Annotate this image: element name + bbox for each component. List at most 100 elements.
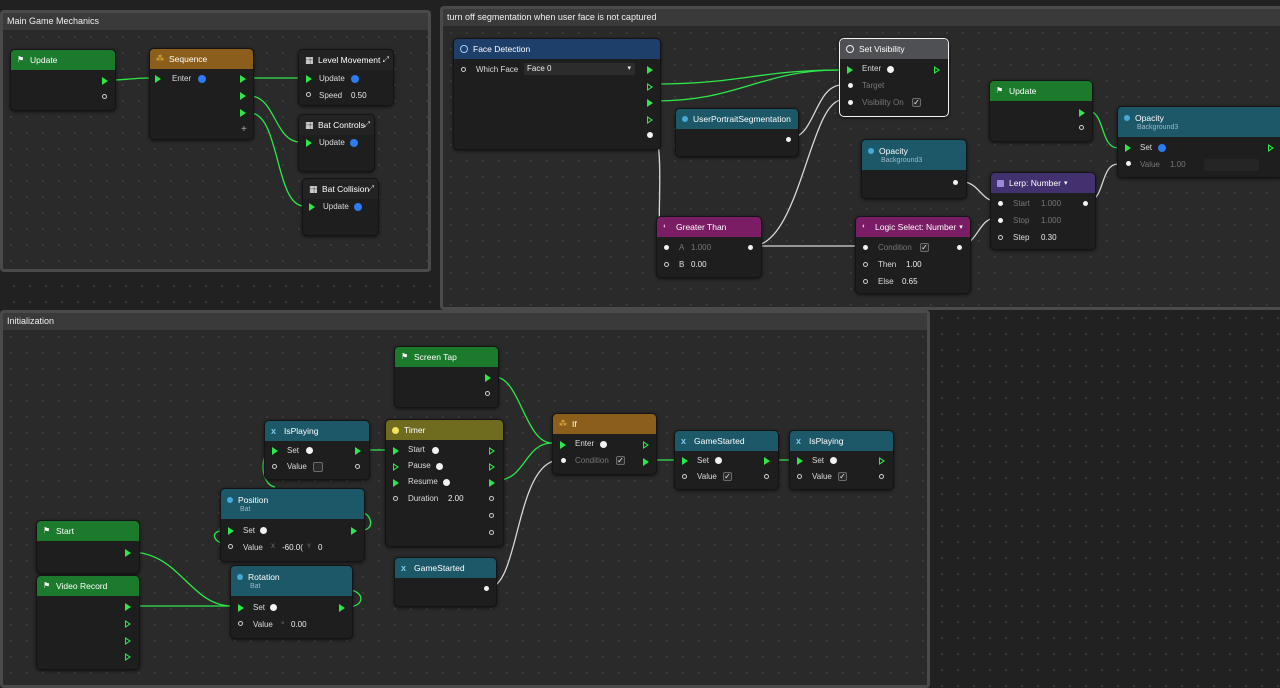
visibility-checkbox[interactable]: ✓ — [912, 98, 921, 107]
update-port[interactable] — [350, 139, 358, 147]
pause-port[interactable] — [436, 463, 443, 470]
x-value[interactable]: -60.0( — [282, 543, 303, 552]
bat-controls-node[interactable]: ▦Bat Controls⤢ Update — [298, 114, 375, 172]
flow-output-port[interactable] — [647, 99, 653, 107]
flow-input-port[interactable] — [393, 463, 399, 471]
flow-output-port[interactable] — [240, 75, 246, 83]
data-output-port[interactable] — [879, 474, 884, 479]
update-node[interactable]: ⚑Update — [10, 49, 116, 111]
resume-port[interactable] — [443, 479, 450, 486]
value-port[interactable] — [797, 474, 802, 479]
data-output-port[interactable] — [489, 530, 494, 535]
enter-port[interactable] — [887, 66, 894, 73]
target-port[interactable] — [848, 83, 853, 88]
data-output-port[interactable] — [489, 496, 494, 501]
flow-output-port[interactable] — [339, 604, 345, 612]
flow-input-port[interactable] — [393, 447, 399, 455]
flow-input-port[interactable] — [560, 441, 566, 449]
flow-output-port[interactable] — [489, 447, 495, 455]
data-output-port[interactable] — [764, 474, 769, 479]
enter-port[interactable] — [600, 441, 607, 448]
set-port[interactable] — [270, 604, 277, 611]
value-slider[interactable] — [1204, 159, 1259, 171]
condition-port[interactable] — [561, 458, 566, 463]
flow-input-port[interactable] — [309, 203, 315, 211]
else-port[interactable] — [863, 279, 868, 284]
data-output-port[interactable] — [1083, 201, 1088, 206]
set-port[interactable] — [830, 457, 837, 464]
which-face-dropdown[interactable]: Face 0▾ — [524, 63, 635, 75]
value-checkbox[interactable]: ✓ — [838, 472, 847, 481]
flow-output-port[interactable] — [485, 374, 491, 382]
flow-output-port[interactable] — [125, 653, 131, 661]
data-output-port[interactable] — [748, 245, 753, 250]
set-visibility-node[interactable]: Set Visibility Enter Target Visibility O… — [839, 38, 949, 117]
flow-input-port[interactable] — [228, 527, 234, 535]
value-port[interactable] — [228, 544, 233, 549]
update-node-2[interactable]: ⚑Update — [989, 80, 1093, 142]
condition-port[interactable] — [863, 245, 868, 250]
step-port[interactable] — [998, 235, 1003, 240]
data-output-port[interactable] — [957, 245, 962, 250]
rotation-value[interactable]: 0.00 — [291, 620, 307, 629]
video-record-node[interactable]: ⚑Video Record — [36, 575, 140, 670]
expand-icon[interactable]: ⤢ — [367, 184, 374, 193]
flow-output-port[interactable] — [125, 637, 131, 645]
flow-output-port[interactable] — [355, 447, 361, 455]
then-value[interactable]: 1.00 — [906, 260, 922, 269]
visibility-port[interactable] — [848, 100, 853, 105]
sequence-node[interactable]: ⁂Sequence Enter + — [149, 48, 254, 140]
flow-output-port[interactable] — [647, 116, 653, 124]
flow-input-port[interactable] — [393, 479, 399, 487]
expand-icon[interactable]: ⤢ — [382, 55, 389, 64]
enter-port[interactable] — [198, 75, 206, 83]
flow-input-port[interactable] — [306, 75, 312, 83]
flow-output-port[interactable] — [489, 463, 495, 471]
flow-output-port[interactable] — [647, 66, 653, 74]
step-value[interactable]: 0.30 — [1041, 233, 1057, 242]
stop-port[interactable] — [998, 218, 1003, 223]
value-checkbox[interactable]: ✓ — [723, 472, 732, 481]
b-value[interactable]: 0.00 — [691, 260, 707, 269]
data-output-port[interactable] — [1079, 125, 1084, 130]
face-detection-node[interactable]: Face Detection Which Face Face 0▾ — [453, 38, 661, 150]
else-value[interactable]: 0.65 — [902, 277, 918, 286]
value-port[interactable] — [682, 474, 687, 479]
duration-port[interactable] — [393, 496, 398, 501]
data-output-port[interactable] — [953, 180, 958, 185]
data-output-port[interactable] — [355, 464, 360, 469]
speed-value[interactable]: 0.50 — [351, 91, 367, 100]
value-checkbox[interactable] — [313, 462, 323, 472]
expand-icon[interactable]: ⤢ — [363, 120, 370, 129]
flow-input-port[interactable] — [797, 457, 803, 465]
condition-checkbox[interactable]: ✓ — [920, 243, 929, 252]
flow-output-port[interactable] — [125, 620, 131, 628]
flow-output-port[interactable] — [643, 441, 649, 449]
bat-collision-node[interactable]: ▦Bat Collision⤢ Update — [302, 178, 379, 236]
if-node[interactable]: ⁂If Enter Condition ✓ — [552, 413, 657, 475]
flow-input-port[interactable] — [682, 457, 688, 465]
condition-checkbox[interactable]: ✓ — [616, 456, 625, 465]
data-output-port[interactable] — [485, 391, 490, 396]
chevron-down-icon[interactable]: ▾ — [1063, 180, 1068, 187]
flow-output-port[interactable] — [125, 549, 131, 557]
flow-output-port[interactable] — [1079, 109, 1085, 117]
chevron-down-icon[interactable]: ▾ — [959, 224, 963, 231]
set-port[interactable] — [715, 457, 722, 464]
y-value[interactable]: 0 — [318, 543, 323, 552]
data-output-port[interactable] — [647, 132, 653, 138]
flow-output-port[interactable] — [351, 527, 357, 535]
a-value[interactable]: 1.000 — [691, 243, 712, 252]
flow-output-port[interactable] — [102, 77, 108, 85]
flow-output-port[interactable] — [240, 92, 246, 100]
set-port[interactable] — [306, 447, 313, 454]
value-port[interactable] — [272, 464, 277, 469]
flow-input-port[interactable] — [272, 447, 278, 455]
duration-value[interactable]: 2.00 — [448, 494, 464, 503]
